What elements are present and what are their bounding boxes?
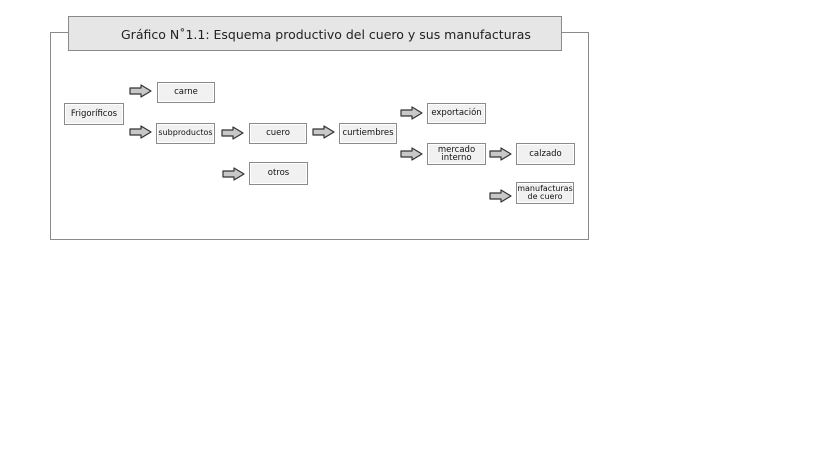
arrow-right-icon xyxy=(489,189,512,203)
arrow-right-icon xyxy=(400,147,423,161)
arrow-right-icon xyxy=(222,167,245,181)
node-manufacturas-de-cuero: manufacturas de cuero xyxy=(516,182,574,204)
node-calzado: calzado xyxy=(516,143,575,165)
node-mercado-interno: mercado interno xyxy=(427,143,486,165)
node-exportacion: exportación xyxy=(427,103,486,124)
arrow-right-icon xyxy=(221,126,244,140)
node-curtiembres: curtiembres xyxy=(339,123,397,144)
node-cuero: cuero xyxy=(249,123,307,144)
node-frigorificos: Frigoríficos xyxy=(64,103,124,125)
arrow-right-icon xyxy=(312,125,335,139)
diagram-frame xyxy=(50,32,589,240)
node-otros: otros xyxy=(249,162,308,185)
diagram-title: Gráfico N˚1.1: Esquema productivo del cu… xyxy=(68,16,562,51)
arrow-right-icon xyxy=(129,84,152,98)
arrow-right-icon xyxy=(400,106,423,120)
node-subproductos: subproductos xyxy=(156,123,215,144)
arrow-right-icon xyxy=(489,147,512,161)
arrow-right-icon xyxy=(129,125,152,139)
node-carne: carne xyxy=(157,82,215,103)
